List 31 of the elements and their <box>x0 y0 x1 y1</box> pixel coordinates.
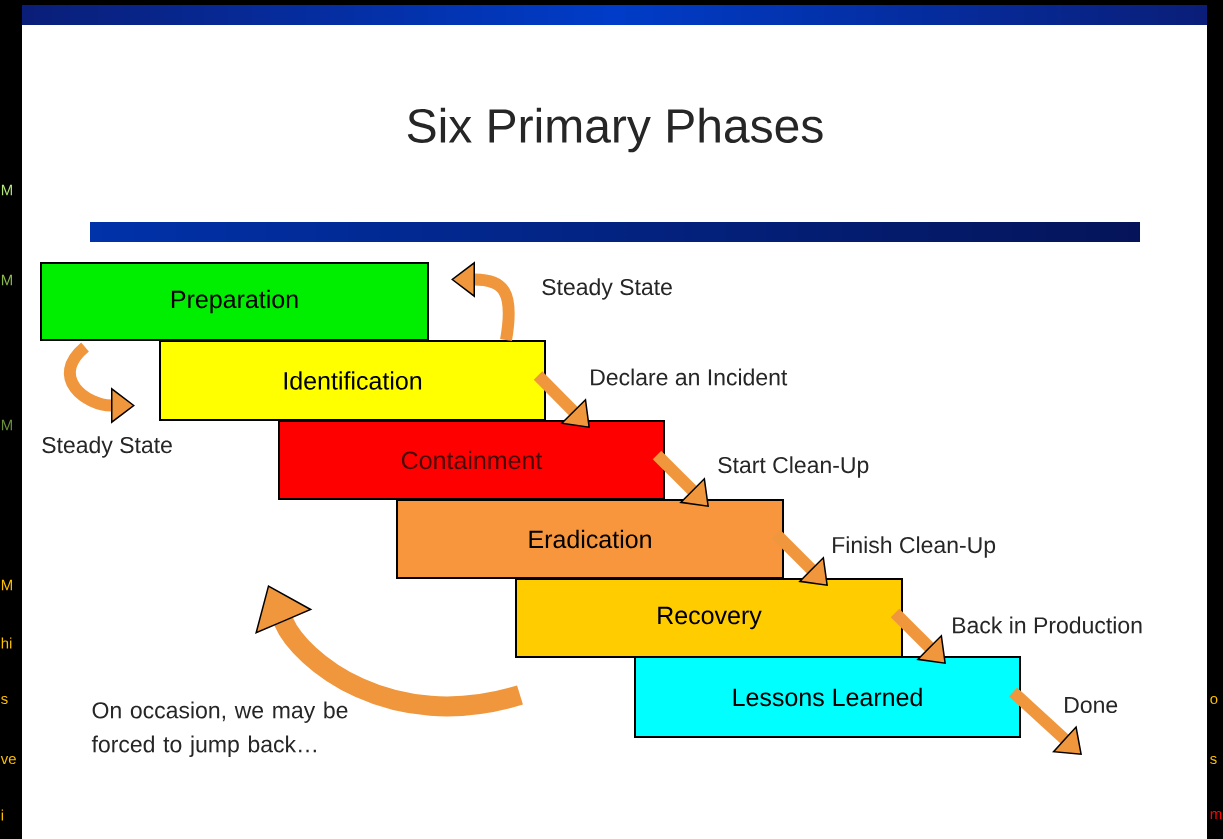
phase-box: Eradication <box>396 499 784 579</box>
edge-label: Steady State <box>542 278 672 300</box>
block-arrow <box>890 608 946 664</box>
phase-box: Containment <box>278 420 665 500</box>
edge-label: Done <box>1065 697 1118 714</box>
background-text: M <box>1 184 12 196</box>
background-text: hi <box>1 637 12 649</box>
edge-label: Back in Production <box>953 616 1142 634</box>
block-arrow <box>1008 687 1082 755</box>
block-arrow <box>533 371 590 428</box>
note: On occasion, we may be forced to jump back… <box>91 701 348 757</box>
background-text: m <box>1210 811 1222 820</box>
background-text: s <box>1 695 8 705</box>
title: Six Primary Phases <box>407 107 823 153</box>
background-text: M <box>1 419 12 431</box>
background-text: s <box>1210 755 1217 765</box>
phase-box: Recovery <box>515 578 903 658</box>
background-text: M <box>1 274 12 286</box>
phase-box: Identification <box>159 340 546 421</box>
background-text: o <box>1210 695 1218 705</box>
edge-label: Declare an Incident <box>591 368 788 386</box>
background-text: ve <box>0 755 16 765</box>
block-arrow <box>652 450 709 507</box>
background-text: M <box>1 579 12 591</box>
edge-label: Finish Clean-Up <box>833 536 996 558</box>
edge-label: Start Clean-Up <box>718 456 869 478</box>
background-text: i <box>1 809 3 821</box>
edge-label: Steady State <box>42 436 172 458</box>
block-arrow <box>771 529 828 586</box>
phase-box: Preparation <box>40 262 429 341</box>
phase-box: Lessons Learned <box>634 656 1021 738</box>
